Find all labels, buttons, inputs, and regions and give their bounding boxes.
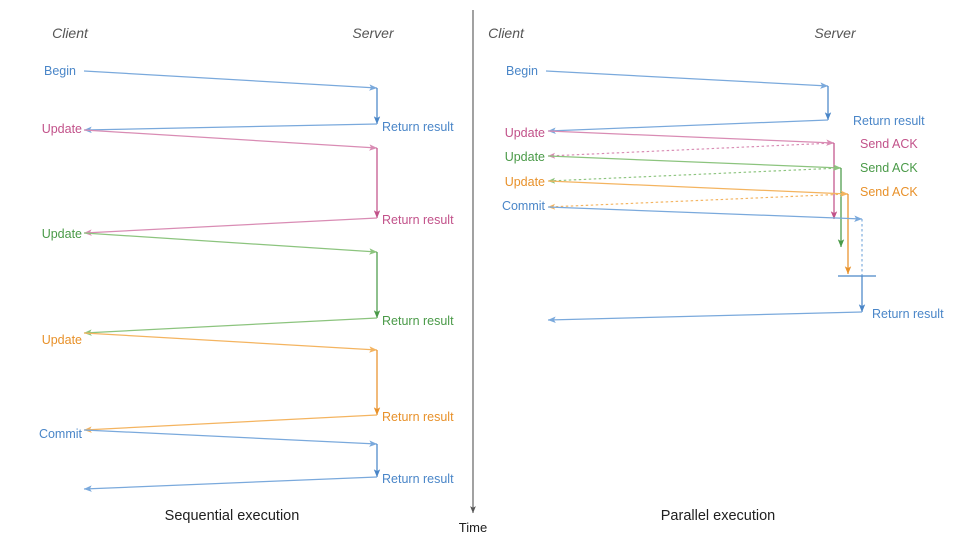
lane-title-client: Client [52,25,89,41]
client-message-label: Update [42,333,82,347]
flows-sequential [83,70,381,492]
lane-title-server: Server [814,25,857,41]
flow-update3-request [547,180,849,197]
flow-update2-request [83,232,378,255]
client-message-label: Update [505,126,545,140]
client-message-label: Update [42,227,82,241]
panel-caption: Parallel execution [661,508,775,524]
flow-begin-request [83,70,378,91]
server-message-label: Return result [382,213,454,227]
client-message-label: Begin [44,64,76,78]
client-message-label: Commit [39,427,83,441]
server-message-label: Send ACK [860,185,918,199]
flow-update1-response [83,217,378,236]
flow-commit-request [83,429,378,447]
flow-update1-request [83,129,378,151]
flow-begin-request [545,70,829,89]
flow-update3-response [83,414,378,433]
lane-title-client: Client [488,25,525,41]
client-message-label: Update [505,150,545,164]
client-message-label: Begin [506,64,538,78]
flow-update1-request [547,130,835,146]
flow-update2-response [83,317,378,336]
server-message-label: Return result [382,472,454,486]
time-axis-label: Time [459,520,487,535]
client-message-label: Update [505,175,545,189]
flow-commit-request [547,206,863,222]
server-message-label: Return result [872,307,944,321]
server-message-label: Send ACK [860,137,918,151]
server-message-label: Return result [853,114,925,128]
flow-commit-response [83,476,378,492]
client-message-label: Update [42,122,82,136]
time-axis-layer: Time [459,10,487,535]
server-message-label: Return result [382,120,454,134]
flow-update3-request [83,332,378,353]
client-message-label: Commit [502,199,546,213]
panel-caption: Sequential execution [165,508,300,524]
lane-title-server: Server [352,25,395,41]
flow-update2-request [547,155,842,171]
server-message-label: Return result [382,314,454,328]
flow-commit-response [547,311,863,324]
flow-begin-response [547,119,829,134]
server-message-label: Return result [382,410,454,424]
flow-update1-ack [547,142,835,159]
flows-parallel [545,70,876,324]
flow-begin-response [83,123,378,134]
server-message-label: Send ACK [860,161,918,175]
flow-update2-ack [547,167,842,184]
flow-update3-ack [547,193,849,210]
